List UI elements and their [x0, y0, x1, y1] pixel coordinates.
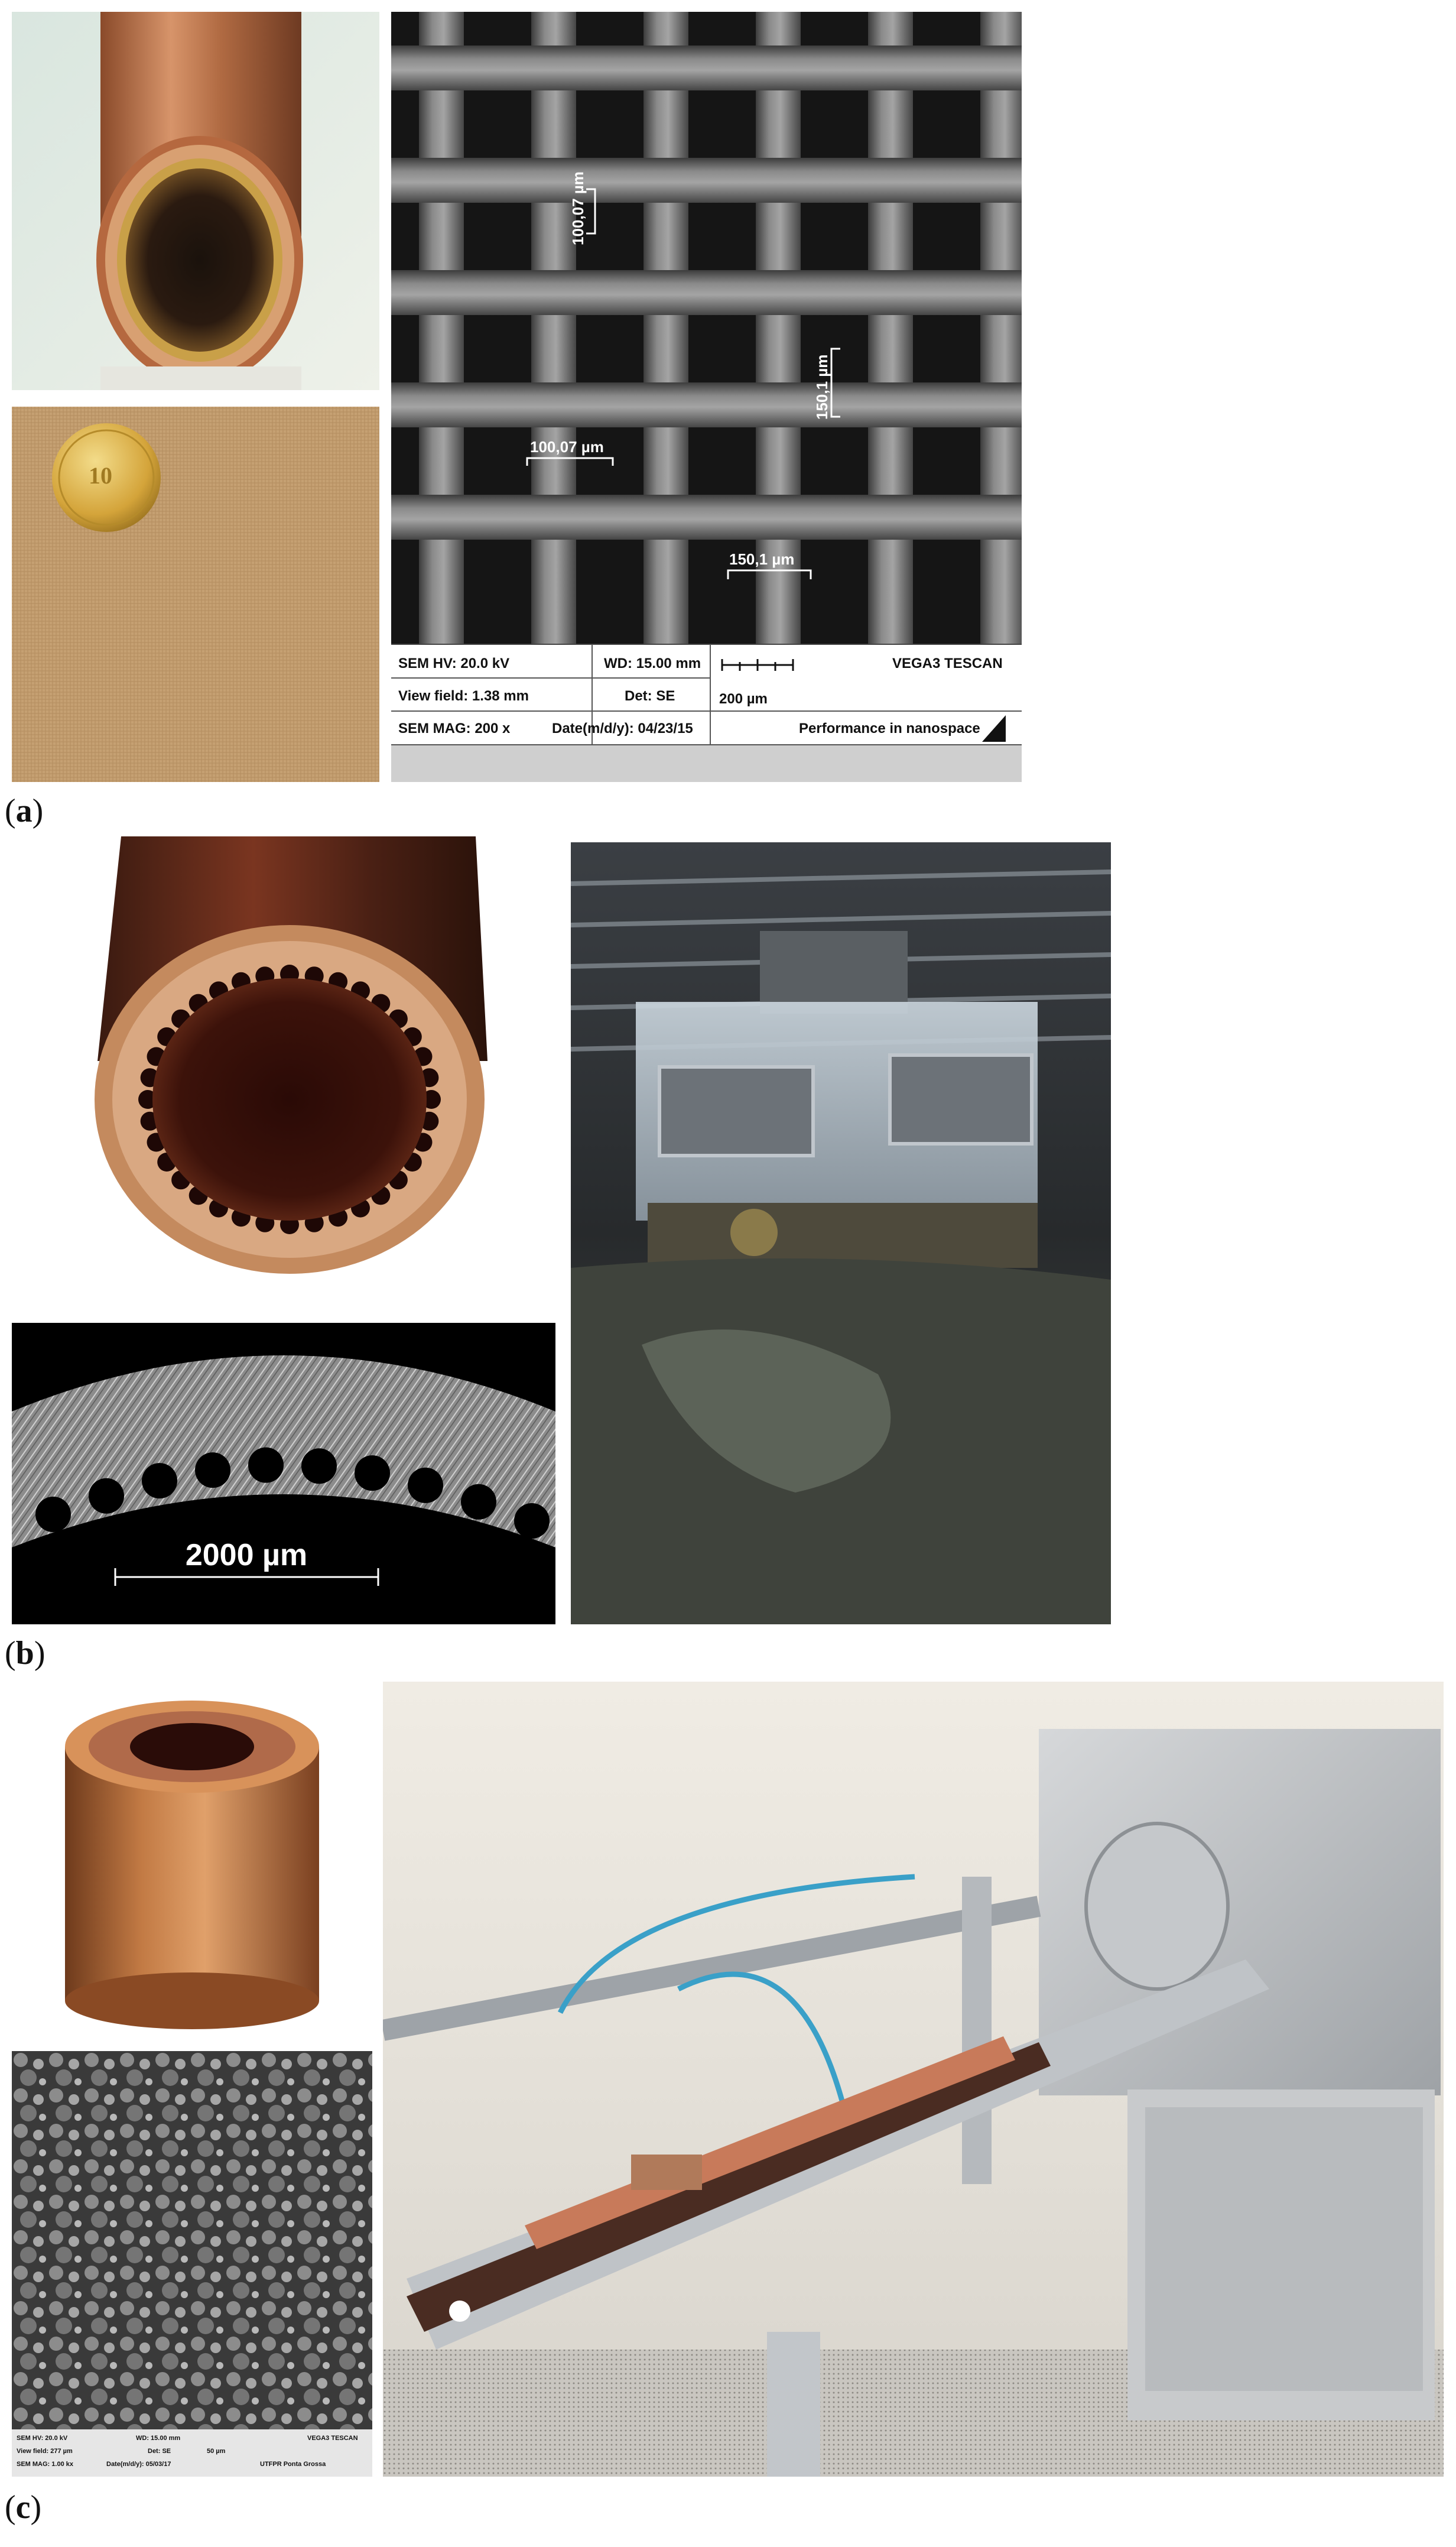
- panel-label-a: (a): [5, 793, 44, 829]
- measurement-vertical-2: 150,1 µm: [813, 348, 840, 420]
- svg-text:SEM MAG: 1.00 kx: SEM MAG: 1.00 kx: [17, 2461, 74, 2468]
- sintering-furnace-photo: [383, 1682, 1444, 2477]
- panel-label-c: (c): [5, 2489, 42, 2526]
- scale-bar-b: 2000 µm: [114, 1538, 379, 1586]
- measurement-vertical-1: 100,07 µm: [569, 171, 596, 245]
- svg-text:WD: 15.00 mm: WD: 15.00 mm: [136, 2435, 180, 2442]
- mesh-coin-photo: 10: [12, 407, 379, 782]
- wire-edm-photo: [571, 842, 1111, 1624]
- svg-text:100,07 µm: 100,07 µm: [569, 171, 587, 245]
- svg-text:SEM MAG: 200 x: SEM MAG: 200 x: [398, 721, 511, 736]
- svg-text:150,1 µm: 150,1 µm: [729, 550, 794, 568]
- sem-info-bar-a: SEM HV: 20.0 kV WD: 15.00 mm VEGA3 TESCA…: [391, 644, 1022, 782]
- svg-text:VEGA3 TESCAN: VEGA3 TESCAN: [307, 2435, 358, 2442]
- groove-cross-section: 2000 µm: [12, 1323, 555, 1624]
- svg-text:Date(m/d/y): 04/23/15: Date(m/d/y): 04/23/15: [552, 721, 693, 736]
- sintered-sample-photo: [12, 1682, 372, 2036]
- svg-text:SEM HV: 20.0 kV: SEM HV: 20.0 kV: [398, 656, 509, 671]
- sem-mesh-image: 100,07 µm 150,1 µm 100,07 µm 150,1 µm SE…: [391, 12, 1022, 782]
- svg-text:Det: SE: Det: SE: [625, 688, 675, 704]
- panel-label-b: (b): [5, 1635, 46, 1672]
- svg-text:View field: 277 µm: View field: 277 µm: [17, 2448, 73, 2455]
- tube-photo-a: [12, 12, 379, 390]
- measurement-horizontal-1: 100,07 µm: [526, 438, 614, 466]
- svg-text:Performance in nanospace: Performance in nanospace: [799, 721, 980, 736]
- sem-powder-image: SEM HV: 20.0 kV WD: 15.00 mm VEGA3 TESCA…: [12, 2051, 372, 2477]
- svg-text:150,1 µm: 150,1 µm: [813, 355, 831, 420]
- svg-text:50 µm: 50 µm: [207, 2448, 226, 2455]
- grooved-tube-photo: [50, 836, 517, 1292]
- measurement-horizontal-2: 150,1 µm: [727, 550, 812, 579]
- svg-text:10: 10: [89, 462, 112, 489]
- svg-text:View field: 1.38 mm: View field: 1.38 mm: [398, 688, 529, 704]
- sem-info-bar-c: SEM HV: 20.0 kV WD: 15.00 mm VEGA3 TESCA…: [12, 2429, 372, 2477]
- svg-text:UTFPR Ponta Grossa: UTFPR Ponta Grossa: [260, 2461, 326, 2468]
- svg-text:VEGA3 TESCAN: VEGA3 TESCAN: [892, 656, 1003, 671]
- svg-text:200 µm: 200 µm: [719, 691, 768, 707]
- svg-text:100,07 µm: 100,07 µm: [530, 438, 604, 456]
- svg-text:Det: SE: Det: SE: [148, 2448, 171, 2455]
- svg-text:2000 µm: 2000 µm: [186, 1538, 307, 1572]
- svg-text:Date(m/d/y): 05/03/17: Date(m/d/y): 05/03/17: [106, 2461, 171, 2468]
- svg-text:WD: 15.00 mm: WD: 15.00 mm: [604, 656, 701, 671]
- svg-text:SEM HV: 20.0 kV: SEM HV: 20.0 kV: [17, 2435, 68, 2442]
